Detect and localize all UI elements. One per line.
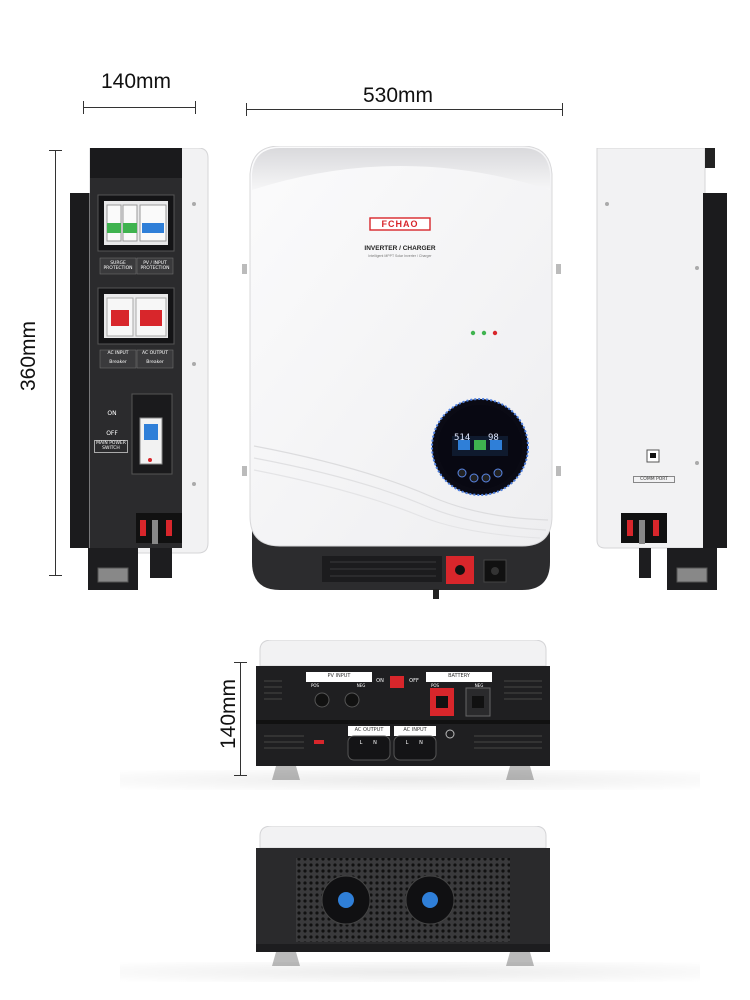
ac-output-n-label: N	[373, 740, 377, 746]
switch-on-label-bottom: ON	[376, 678, 384, 684]
bottom-view-shadow	[120, 770, 700, 790]
ac-input-breaker-sublabel: Breaker	[109, 360, 127, 365]
switch-off-label: OFF	[106, 430, 118, 437]
battery-neg-label: NEG	[474, 683, 484, 688]
main-power-switch-label: MAIN POWER SWITCH	[94, 440, 128, 453]
ac-input-label: AC INPUT	[403, 727, 427, 733]
width-dimension-tick-left	[246, 103, 247, 116]
width-dimension-label: 530mm	[363, 84, 434, 107]
height-dimension-tick-top	[49, 150, 62, 151]
top-fan-view	[254, 826, 552, 981]
ac-output-l-label: L	[359, 740, 363, 746]
ac-output-breaker-label: AC OUTPUT	[142, 351, 168, 356]
surge-protection-label: SURGE PROTECTION	[103, 261, 133, 272]
bottom-view: PV INPUT POS NEG ON OFF BATTERY POS NEG …	[254, 640, 552, 790]
switch-on-label: ON	[107, 410, 117, 417]
depth-dimension-line	[83, 107, 196, 108]
brand-logo: FCHAO	[381, 219, 419, 229]
bottom-depth-dimension-label: 140mm	[217, 678, 240, 750]
pv-pos-label: POS	[310, 683, 320, 688]
front-view: FCHAO INVERTER / CHARGER Intelligent MPP…	[240, 146, 562, 602]
width-dimension-tick-right	[562, 103, 563, 116]
lcd-right-value: 98	[488, 433, 499, 443]
model-subtitle: Intelligent MPPT Solar Inverter / Charge…	[368, 254, 432, 258]
right-side-view: COMM PORT	[595, 148, 735, 603]
ac-output-label: AC OUTPUT	[354, 727, 384, 733]
model-title: INVERTER / CHARGER	[364, 245, 436, 252]
bottom-depth-dimension-tick-bottom	[234, 775, 247, 776]
ac-input-breaker-label: AC INPUT	[107, 351, 129, 356]
depth-dimension-tick-left	[83, 101, 84, 114]
depth-dimension-label: 140mm	[101, 70, 172, 93]
ac-input-l-label: L	[405, 740, 409, 746]
switch-off-label-bottom: OFF	[409, 678, 419, 684]
bottom-depth-dimension-line	[240, 662, 241, 776]
ac-input-n-label: N	[419, 740, 423, 746]
width-dimension-line	[246, 109, 563, 110]
pv-input-label: PV INPUT	[327, 673, 351, 679]
lcd-left-value: 514	[454, 433, 471, 443]
pv-protection-label: PV / INPUT PROTECTION	[140, 261, 170, 272]
height-dimension-tick-bottom	[49, 575, 62, 576]
battery-label: BATTERY	[448, 673, 470, 679]
height-dimension-label: 360mm	[17, 320, 40, 392]
battery-pos-label: POS	[430, 683, 440, 688]
height-dimension-line	[55, 150, 56, 576]
top-view-shadow	[120, 962, 700, 982]
ac-output-breaker-sublabel: Breaker	[146, 360, 164, 365]
left-side-view: SURGE PROTECTION PV / INPUT PROTECTION A…	[70, 148, 210, 603]
comm-port-label: COMM PORT	[633, 476, 675, 483]
depth-dimension-tick-right	[195, 101, 196, 114]
bottom-depth-dimension-tick-top	[234, 662, 247, 663]
pv-neg-label: NEG	[356, 683, 366, 688]
